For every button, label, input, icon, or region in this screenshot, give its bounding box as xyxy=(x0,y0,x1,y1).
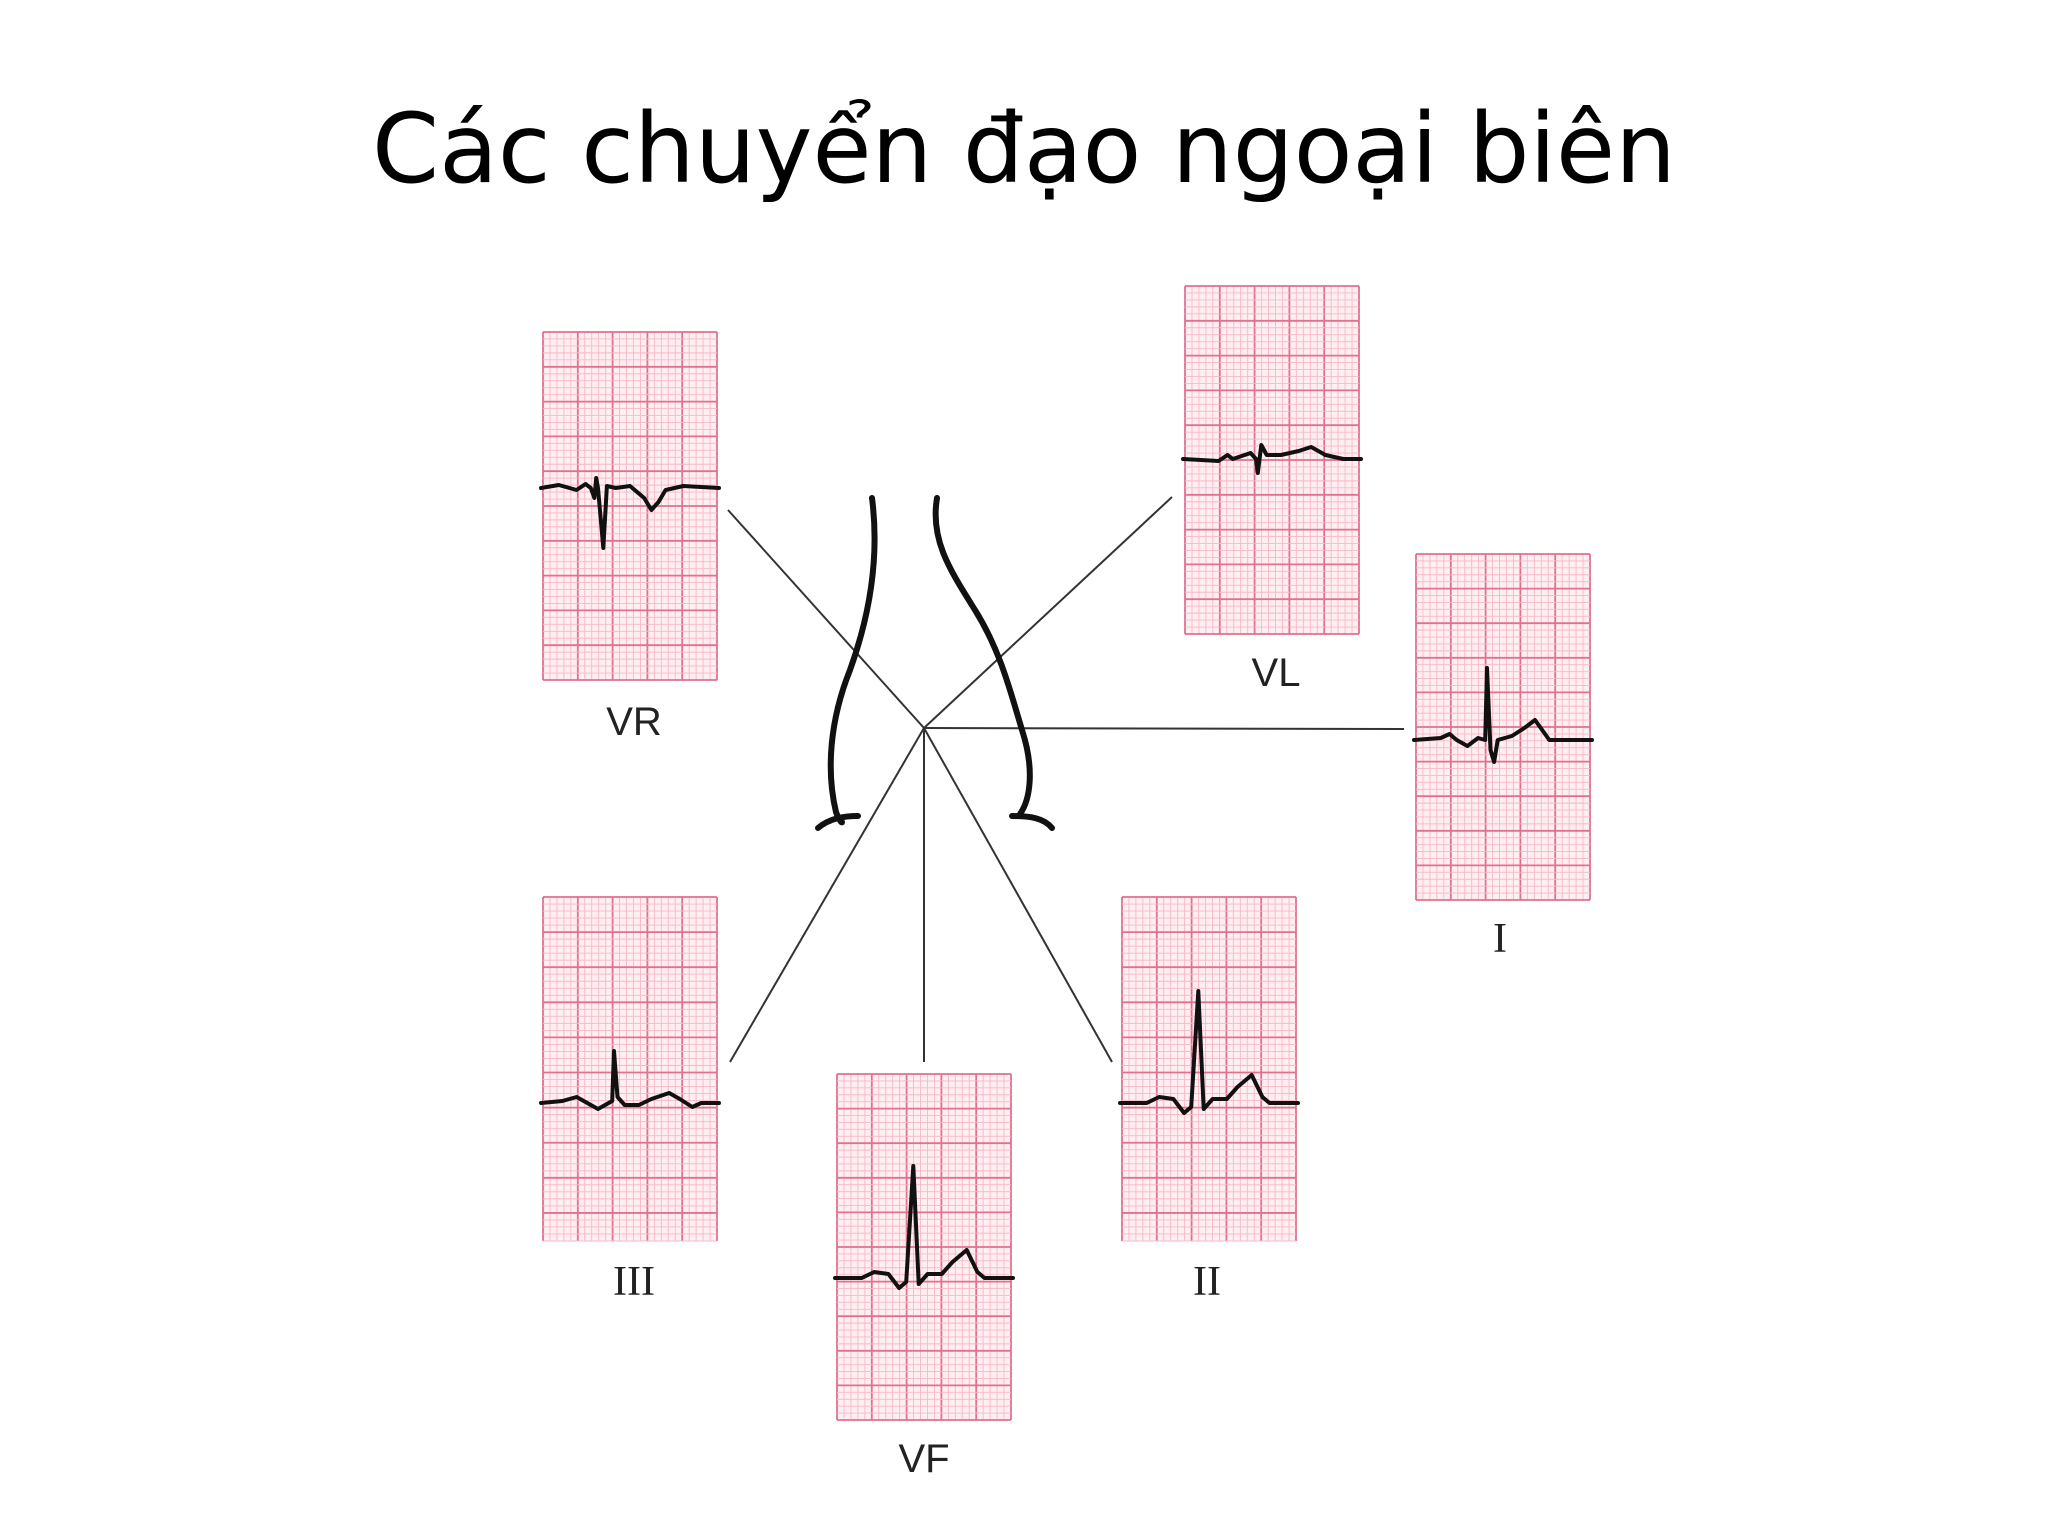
axis-line-vl xyxy=(923,496,1173,729)
ecg-trace-vr xyxy=(539,476,721,550)
ecg-grid xyxy=(542,896,718,1242)
lead-label-vf: VF xyxy=(898,1437,949,1481)
ecg-grid xyxy=(836,1073,1012,1421)
ecg-grid-background xyxy=(1122,897,1296,1241)
ecg-strip-i xyxy=(1412,553,1594,901)
ecg-strip-vr xyxy=(539,331,721,681)
ecg-grid-background xyxy=(543,897,717,1241)
torso-left-side xyxy=(827,495,878,826)
ecg-strips xyxy=(539,285,1594,1421)
torso-right-foot xyxy=(1009,813,1055,831)
ecg-strip-iii xyxy=(539,896,721,1242)
ecg-grid xyxy=(542,331,718,681)
ecg-trace-iii xyxy=(539,1049,721,1111)
lead-label-i: I xyxy=(1493,916,1507,962)
lead-labels: VR VL I III VF II xyxy=(606,651,1507,1481)
axis-line-iii xyxy=(729,727,925,1063)
ecg-trace-ii xyxy=(1118,989,1300,1115)
slide-title: Các chuyển đạo ngoại biên xyxy=(372,93,1676,205)
ecg-trace-vl xyxy=(1181,443,1363,475)
axis-line-vr xyxy=(727,509,925,729)
lead-label-ii: II xyxy=(1193,1259,1221,1305)
lead-label-vl: VL xyxy=(1252,651,1301,695)
lead-axis-lines xyxy=(727,496,1405,1063)
ecg-grid xyxy=(1121,896,1297,1242)
ecg-strip-vf xyxy=(833,1073,1015,1421)
axis-line-i xyxy=(923,727,1405,730)
axis-line-ii xyxy=(923,727,1113,1063)
ecg-strip-vl xyxy=(1181,285,1363,635)
lead-label-iii: III xyxy=(613,1259,655,1305)
torso-outline xyxy=(815,495,1055,831)
ecg-grid xyxy=(1415,553,1591,901)
ecg-strip-ii xyxy=(1118,896,1300,1242)
ecg-trace-i xyxy=(1412,666,1594,764)
torso-right-side xyxy=(932,495,1033,817)
torso-left-foot xyxy=(815,813,861,831)
lead-label-vr: VR xyxy=(606,700,662,744)
ecg-trace-vf xyxy=(833,1164,1015,1290)
